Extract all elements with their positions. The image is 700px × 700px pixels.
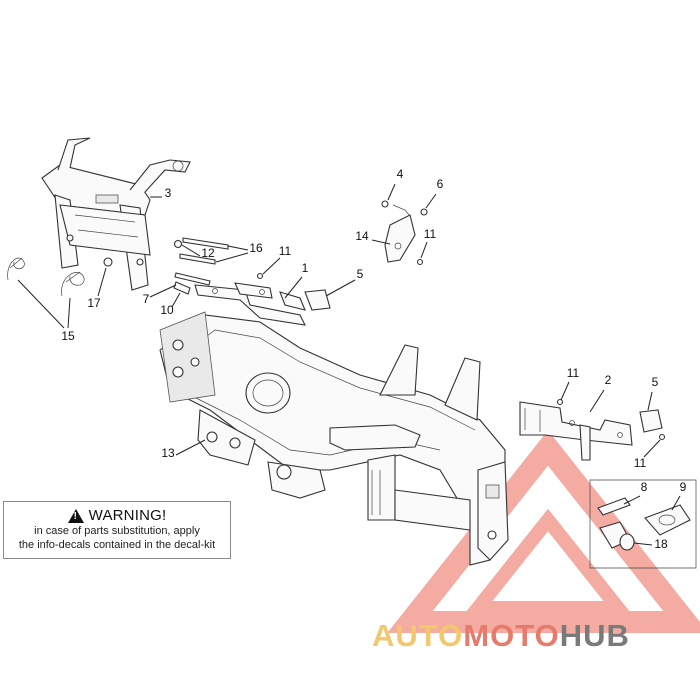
watermark-part-moto: MOTO xyxy=(463,618,560,653)
callout-c11b: 11 xyxy=(279,244,292,258)
leader-lines xyxy=(17,183,681,546)
callout-c18: 18 xyxy=(654,537,668,551)
warning-box: WARNING! in case of parts substitution, … xyxy=(3,501,231,559)
callout-c5b: 5 xyxy=(652,375,659,389)
callout-c17: 17 xyxy=(87,296,101,310)
callout-c16: 16 xyxy=(249,241,263,255)
callout-c15: 15 xyxy=(61,329,75,343)
watermark-part-hub: HUB xyxy=(559,618,630,653)
callout-c10: 10 xyxy=(160,303,174,317)
warning-heading: WARNING! xyxy=(4,507,230,524)
callout-c8: 8 xyxy=(641,480,648,494)
brackets-right xyxy=(519,401,663,461)
warning-text-line-2: the info-decals contained in the decal-k… xyxy=(18,539,216,551)
callout-c3: 3 xyxy=(165,186,172,200)
main-frame xyxy=(159,311,509,566)
callout-c1: 1 xyxy=(302,261,309,275)
small-hardware xyxy=(103,200,666,441)
callout-c13: 13 xyxy=(161,446,175,460)
callout-c14: 14 xyxy=(355,229,369,243)
callout-c12: 12 xyxy=(201,246,215,260)
callout-c7: 7 xyxy=(143,292,150,306)
callout-c6: 6 xyxy=(437,177,444,191)
watermark-part-auto: AUTO xyxy=(372,618,464,653)
callout-c11d: 11 xyxy=(634,456,647,470)
watermark-brand: AUTOMOTOHUB xyxy=(372,618,630,654)
callout-c4: 4 xyxy=(397,167,404,181)
upper-subframe xyxy=(41,137,191,291)
callout-c5a: 5 xyxy=(357,267,364,281)
callout-c2: 2 xyxy=(605,373,612,387)
callout-c11c: 11 xyxy=(567,366,580,380)
warning-text-line-1: in case of parts substitution, apply xyxy=(34,525,200,537)
callout-c11a: 11 xyxy=(424,227,437,241)
warning-title: WARNING! xyxy=(88,507,167,524)
callout-c9: 9 xyxy=(680,480,687,494)
brackets-left xyxy=(194,204,416,326)
clips-15 xyxy=(7,257,85,297)
warning-triangle-icon xyxy=(67,508,84,523)
inset-box xyxy=(589,479,697,569)
